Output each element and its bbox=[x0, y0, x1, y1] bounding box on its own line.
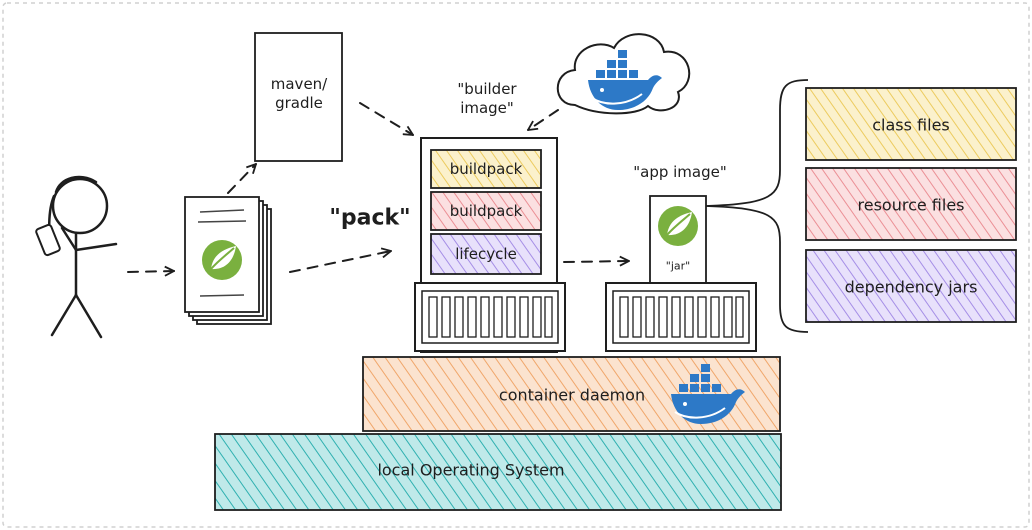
content-box-class-files bbox=[805, 87, 1017, 161]
arrow-person-to-source bbox=[127, 271, 174, 272]
builder-layer-label-3: lifecycle bbox=[455, 245, 517, 263]
builder-layer-lifecycle bbox=[430, 233, 542, 275]
phone-icon bbox=[35, 223, 61, 257]
arrow-source-to-buildtool bbox=[227, 164, 256, 194]
builder-container-icon bbox=[414, 282, 566, 352]
app-container-icon bbox=[605, 282, 757, 352]
builder-layer-buildpack-1 bbox=[430, 149, 542, 189]
jar-spring-logo-icon bbox=[657, 205, 699, 247]
builder-layer-label-1: buildpack bbox=[449, 160, 523, 178]
builder-layer-buildpack-2 bbox=[430, 191, 542, 231]
builder-image-label: "builder image" bbox=[457, 80, 517, 117]
jar-label: "jar" bbox=[665, 259, 691, 273]
build-tool-label: maven/ gradle bbox=[270, 75, 328, 112]
arrow-buildtool-to-builder bbox=[359, 102, 413, 135]
build-tool-card bbox=[254, 32, 343, 162]
content-box-resource-files bbox=[805, 167, 1017, 241]
daemon-label: container daemon bbox=[498, 385, 646, 405]
os-layer bbox=[214, 433, 782, 511]
content-label-dependency-jars: dependency jars bbox=[844, 277, 978, 297]
os-label: local Operating System bbox=[377, 460, 565, 480]
content-label-class-files: class files bbox=[872, 115, 950, 135]
arrow-pack-to-builder bbox=[289, 251, 391, 273]
pack-label: "pack" bbox=[329, 205, 411, 231]
arrow-cloud-to-builder bbox=[528, 109, 559, 130]
builder-layer-label-2: buildpack bbox=[449, 202, 523, 220]
app-image-label: "app image" bbox=[633, 163, 727, 181]
content-label-resource-files: resource files bbox=[857, 195, 965, 215]
content-box-dependency-jars bbox=[805, 249, 1017, 323]
spring-logo-icon bbox=[201, 239, 243, 281]
content-brace bbox=[705, 79, 809, 333]
arrow-builder-to-app bbox=[563, 261, 629, 262]
person-icon bbox=[48, 175, 118, 339]
